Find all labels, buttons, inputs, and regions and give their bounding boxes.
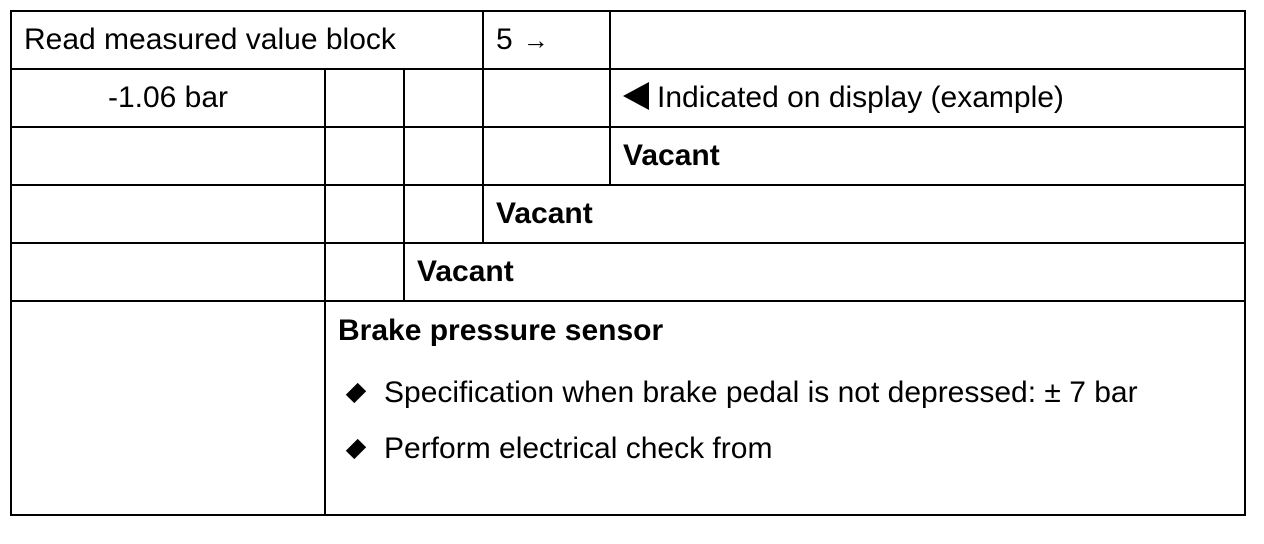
- bullet-text: Specification when brake pedal is not de…: [384, 376, 1138, 409]
- empty-cell: [10, 126, 326, 186]
- empty-cell: [10, 300, 326, 516]
- diamond-bullet-icon: [345, 438, 367, 460]
- empty-cell: [482, 126, 612, 186]
- display-label: Indicated on display (example): [657, 81, 1064, 114]
- display-label-cell: Indicated on display (example): [609, 68, 1247, 128]
- header-row: Read measured value block 5→: [9, 10, 1247, 70]
- measured-value: -1.06 bar: [10, 68, 326, 128]
- measured-value-table: Read measured value block 5→ -1.06 bar I…: [9, 10, 1247, 530]
- field2-label: Vacant: [482, 184, 1247, 244]
- empty-cell: [324, 184, 405, 244]
- diamond-bullet-icon: [345, 382, 367, 404]
- bullet-item: Specification when brake pedal is not de…: [338, 376, 1232, 410]
- field3-row: Vacant: [10, 126, 1247, 186]
- empty-cell: [402, 184, 485, 244]
- empty-cell: [10, 242, 326, 302]
- sensor-title: Brake pressure sensor: [338, 314, 664, 347]
- empty-cell: [324, 68, 405, 128]
- field3-label: Vacant: [609, 126, 1247, 186]
- block-number-cell: 5→: [482, 10, 612, 70]
- empty-cell: [324, 126, 405, 186]
- empty-cell: [402, 126, 485, 186]
- header-empty-cell: [609, 10, 1247, 70]
- field1-row: Vacant: [10, 242, 1247, 302]
- value-row: -1.06 bar Indicated on display (example): [10, 68, 1247, 128]
- empty-cell: [10, 184, 326, 244]
- field2-row: Vacant: [10, 184, 1247, 244]
- empty-cell: [324, 242, 405, 302]
- bullet-text: Perform electrical check from: [384, 432, 773, 465]
- bullet-item: Perform electrical check from: [338, 432, 1232, 466]
- empty-cell: [402, 68, 485, 128]
- value-block-table: Read measured value block 5→ -1.06 bar I…: [9, 10, 1247, 516]
- block-number: 5: [496, 23, 513, 56]
- header-title: Read measured value block: [9, 10, 485, 70]
- empty-cell: [482, 68, 612, 128]
- field1-label: Vacant: [402, 242, 1247, 302]
- arrow-right-icon: →: [522, 25, 549, 55]
- sensor-cell: Brake pressure sensor Specification when…: [323, 300, 1247, 516]
- sensor-row: Brake pressure sensor Specification when…: [10, 300, 1247, 516]
- triangle-left-icon: [623, 82, 650, 110]
